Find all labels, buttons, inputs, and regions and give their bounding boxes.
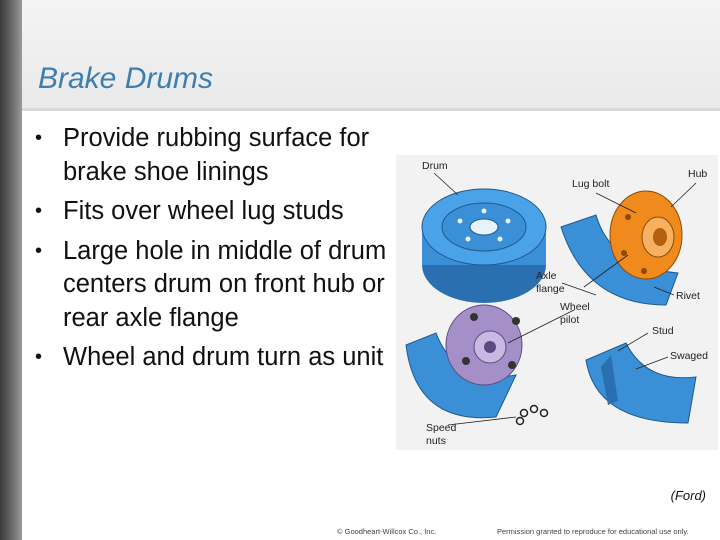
leader-lines (433, 172, 697, 426)
footer-copyright: © Goodheart-Willcox Co., Inc. (337, 527, 437, 536)
drum-section-shape (585, 342, 697, 424)
hub-backing-shape (560, 190, 683, 306)
label-stud: Stud (652, 325, 674, 337)
bullet-text: Provide rubbing surface for brake shoe l… (63, 124, 370, 186)
brake-drum-illustration: Drum Lug bolt Hub Axle flange Rivet Whee… (396, 155, 718, 450)
bullet-item: • Fits over wheel lug studs (30, 195, 390, 229)
bullet-dot: • (35, 200, 43, 222)
label-lug-bolt: Lug bolt (572, 178, 609, 190)
bullet-item: • Wheel and drum turn as unit (30, 341, 390, 375)
bullet-dot: • (35, 239, 43, 262)
bullet-dot: • (35, 346, 43, 368)
bullet-text: Wheel and drum turn as unit (63, 343, 384, 371)
image-credit: (Ford) (670, 488, 706, 503)
bullet-text: Large hole in middle of drum centers dru… (63, 236, 387, 332)
label-wheel-pilot-line1: Wheel (560, 301, 590, 313)
label-wheel-pilot-line2: pilot (560, 314, 579, 326)
title-divider (22, 108, 720, 111)
axle-flange-assembly-shape (405, 304, 523, 419)
brake-drum-diagram: Drum Lug bolt Hub Axle flange Rivet Whee… (405, 160, 708, 447)
title-band (22, 0, 720, 108)
bullet-item: • Provide rubbing surface for brake shoe … (30, 122, 390, 189)
label-drum: Drum (422, 160, 448, 172)
brake-drum-shape (421, 188, 547, 303)
label-speed-nuts-line1: Speed (426, 422, 457, 434)
left-accent-bar (0, 0, 22, 540)
bullet-dot: • (35, 127, 43, 149)
bullet-list: • Provide rubbing surface for brake shoe … (30, 122, 390, 381)
label-rivet: Rivet (676, 290, 700, 302)
label-swaged: Swaged (670, 350, 708, 362)
bullet-item: • Large hole in middle of drum centers dr… (30, 235, 390, 336)
label-axle-flange-line2: flange (536, 283, 565, 295)
footer-permission: Permission granted to reproduce for educ… (497, 527, 689, 536)
speed-nuts-shape (515, 404, 549, 426)
label-axle-flange-line1: Axle (536, 270, 557, 282)
label-speed-nuts-line2: nuts (426, 435, 446, 447)
bullet-text: Fits over wheel lug studs (63, 197, 344, 225)
label-hub: Hub (688, 168, 707, 180)
slide-title: Brake Drums (38, 62, 214, 95)
